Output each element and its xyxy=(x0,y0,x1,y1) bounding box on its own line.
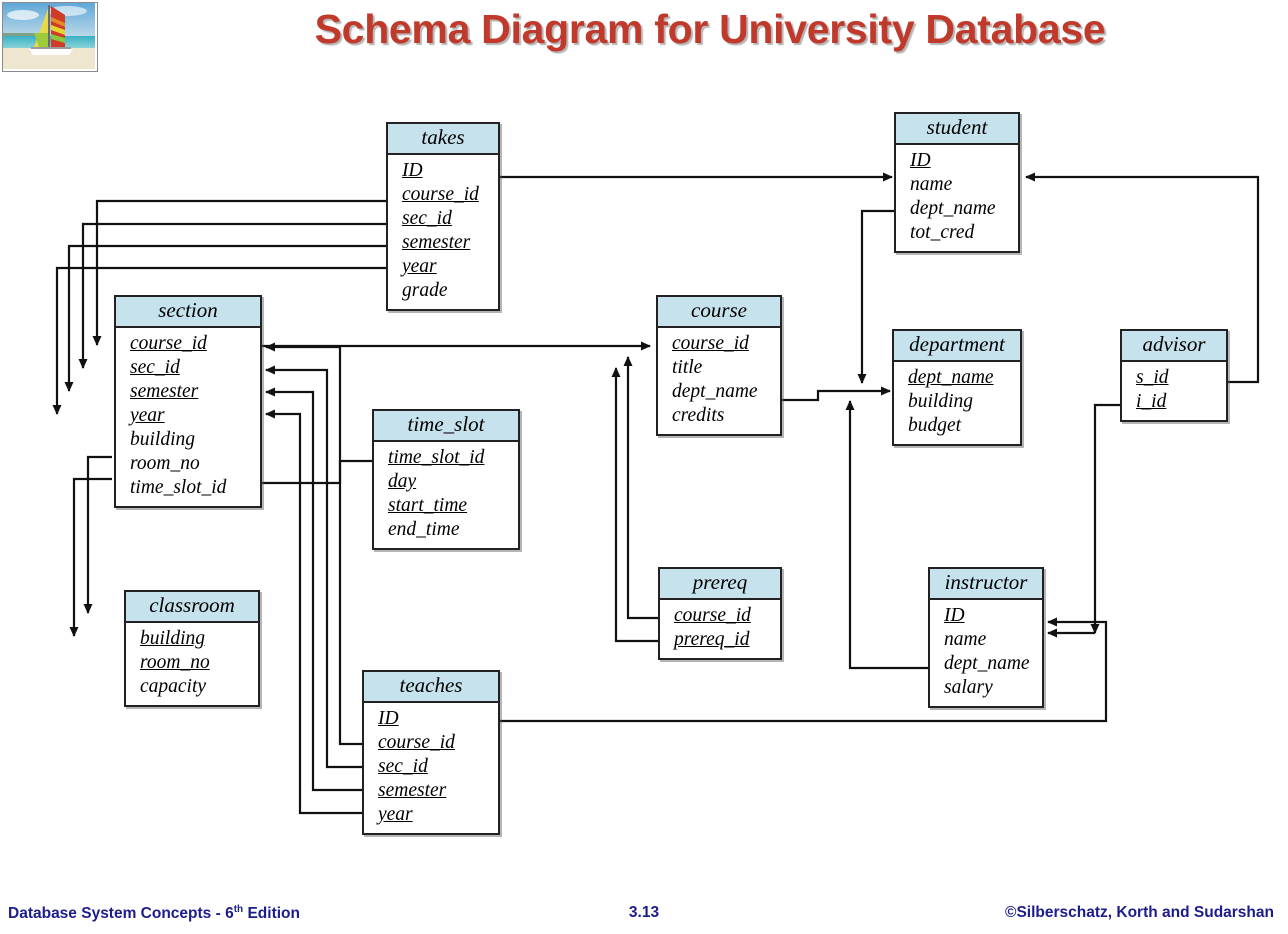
attribute: tot_cred xyxy=(910,221,975,243)
attribute-list: course_id prereq_id xyxy=(660,600,780,658)
table-header: prereq xyxy=(660,569,780,600)
attribute: semester xyxy=(130,380,199,402)
attribute-list: ID name dept_name tot_cred xyxy=(896,145,1018,251)
attribute-list: ID course_id sec_id semester year xyxy=(364,703,498,833)
attribute: course_id xyxy=(674,604,751,626)
attribute: year xyxy=(402,255,437,277)
attribute: sec_id xyxy=(378,755,428,777)
table-header: advisor xyxy=(1122,331,1226,362)
table-header: course xyxy=(658,297,780,328)
attribute: prereq_id xyxy=(674,628,750,650)
attribute: room_no xyxy=(130,452,200,474)
attribute-list: course_id sec_id semester year building … xyxy=(116,328,260,506)
table-takes[interactable]: takes ID course_id sec_id semester year … xyxy=(386,122,500,311)
attribute-list: s_id i_id xyxy=(1122,362,1226,420)
table-student[interactable]: student ID name dept_name tot_cred xyxy=(894,112,1020,253)
attribute: sec_id xyxy=(402,207,452,229)
footer-edition-ordinal: th xyxy=(233,904,244,915)
attribute: course_id xyxy=(378,731,455,753)
attribute-list: course_id title dept_name credits xyxy=(658,328,780,434)
attribute: ID xyxy=(910,149,931,171)
table-header: section xyxy=(116,297,260,328)
attribute: dept_name xyxy=(944,652,1030,674)
attribute: semester xyxy=(402,231,471,253)
table-header: instructor xyxy=(930,569,1042,600)
attribute: credits xyxy=(672,404,725,426)
attribute: salary xyxy=(944,676,993,698)
relationship-connectors xyxy=(52,172,1260,815)
attribute: ID xyxy=(378,707,399,729)
sailboat-beach-photo-icon xyxy=(2,2,98,72)
attribute-list: ID name dept_name salary xyxy=(930,600,1042,706)
table-header: teaches xyxy=(364,672,498,703)
attribute-list: ID course_id sec_id semester year grade xyxy=(388,155,498,309)
attribute: budget xyxy=(908,414,962,436)
attribute: year xyxy=(130,404,165,426)
attribute: semester xyxy=(378,779,447,801)
attribute: course_id xyxy=(402,183,479,205)
attribute: year xyxy=(378,803,413,825)
attribute: dept_name xyxy=(672,380,758,402)
footer-book-title: Database System Concepts - 6th Edition xyxy=(8,904,300,923)
table-prereq[interactable]: prereq course_id prereq_id xyxy=(658,567,782,660)
table-teaches[interactable]: teaches ID course_id sec_id semester yea… xyxy=(362,670,500,835)
footer-book-title-text: Database System Concepts - 6 xyxy=(8,905,234,923)
attribute: time_slot_id xyxy=(388,446,485,468)
attribute: building xyxy=(130,428,196,450)
footer-page-number: 3.13 xyxy=(628,904,660,921)
attribute-list: time_slot_id day start_time end_time xyxy=(374,442,518,548)
table-header: department xyxy=(894,331,1020,362)
attribute: dept_name xyxy=(910,197,996,219)
table-classroom[interactable]: classroom building room_no capacity xyxy=(124,590,260,707)
attribute: capacity xyxy=(140,675,207,697)
table-advisor[interactable]: advisor s_id i_id xyxy=(1120,329,1228,422)
page-title: Schema Diagram for University Database xyxy=(314,6,1106,52)
attribute: start_time xyxy=(388,494,468,516)
attribute: course_id xyxy=(672,332,749,354)
attribute: i_id xyxy=(1136,390,1167,412)
table-instructor[interactable]: instructor ID name dept_name salary xyxy=(928,567,1044,708)
table-header: student xyxy=(896,114,1018,145)
footer-edition-text: Edition xyxy=(243,905,300,923)
attribute: dept_name xyxy=(908,366,994,388)
attribute: name xyxy=(944,628,987,650)
attribute: building xyxy=(140,627,206,649)
attribute: sec_id xyxy=(130,356,180,378)
attribute: ID xyxy=(944,604,965,626)
attribute: grade xyxy=(402,279,448,301)
schema-diagram: takes ID course_id sec_id semester year … xyxy=(0,80,1288,870)
table-header: takes xyxy=(388,124,498,155)
attribute: day xyxy=(388,470,417,492)
attribute: s_id xyxy=(1136,366,1169,388)
slide-footer: Database System Concepts - 6th Edition 3… xyxy=(0,896,1288,934)
attribute: time_slot_id xyxy=(130,476,227,498)
attribute-list: building room_no capacity xyxy=(126,623,258,705)
table-time-slot[interactable]: time_slot time_slot_id day start_time en… xyxy=(372,409,520,550)
attribute: title xyxy=(672,356,703,378)
attribute: building xyxy=(908,390,974,412)
attribute: room_no xyxy=(140,651,210,673)
table-section[interactable]: section course_id sec_id semester year b… xyxy=(114,295,262,508)
attribute: name xyxy=(910,173,953,195)
attribute: end_time xyxy=(388,518,460,540)
footer-copyright: ©Silberschatz, Korth and Sudarshan xyxy=(1005,904,1274,921)
table-header: classroom xyxy=(126,592,258,623)
attribute-list: dept_name building budget xyxy=(894,362,1020,444)
table-department[interactable]: department dept_name building budget xyxy=(892,329,1022,446)
attribute: course_id xyxy=(130,332,207,354)
attribute: ID xyxy=(402,159,423,181)
table-course[interactable]: course course_id title dept_name credits xyxy=(656,295,782,436)
table-header: time_slot xyxy=(374,411,518,442)
